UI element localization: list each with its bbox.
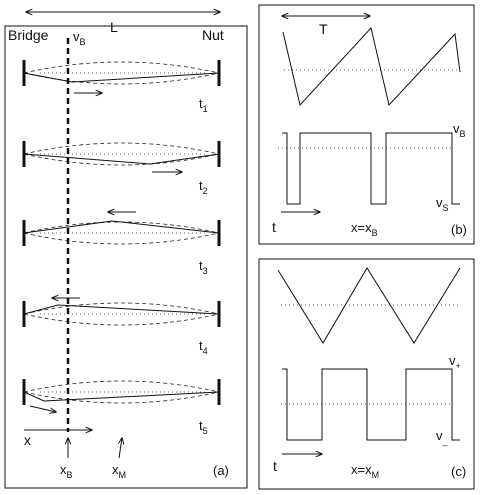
string-state-t5: t5: [22, 379, 221, 436]
length-label: L: [110, 19, 118, 35]
time-label-t3: t3: [199, 258, 208, 276]
string-shape: [23, 391, 220, 402]
middle-point-arrow: [119, 438, 122, 459]
velocity-high-label: v+: [449, 353, 461, 371]
envelope-lower: [23, 232, 220, 245]
velocity-high-label: vB: [453, 121, 466, 139]
panel-a-frame: [4, 25, 248, 489]
velocity-waveform: [282, 132, 460, 205]
middle-point-label: xM: [112, 462, 126, 480]
string-shape: [23, 153, 220, 165]
velocity-low-label: vS: [436, 195, 449, 213]
x-axis-label: x: [24, 432, 31, 448]
string-shape: [23, 220, 220, 234]
panel-c: v+ v_ t x=xM (c): [258, 258, 475, 490]
position-label-b: x=xB: [351, 220, 378, 238]
envelope-upper: [23, 221, 220, 234]
period-label: T: [319, 21, 328, 37]
envelope-lower: [23, 313, 220, 326]
time-label-t1: t1: [199, 96, 208, 114]
motion-arrow: [29, 405, 56, 412]
string-state-t2: t2: [22, 141, 221, 196]
panel-a: L Bridge Nut vB t1 t2: [4, 12, 248, 489]
bridge-point-label: xB: [60, 462, 73, 480]
envelope-upper: [23, 302, 220, 315]
velocity-waveform: [282, 368, 460, 441]
string-state-t4: t4: [22, 298, 221, 356]
time-label-c: t: [273, 458, 277, 474]
displacement-sawtooth: [282, 26, 461, 107]
time-label-t4: t4: [199, 338, 208, 356]
panel-b-frame: [258, 4, 475, 245]
velocity-low-label: v_: [436, 428, 449, 446]
bridge-velocity-label: vB: [73, 29, 86, 47]
string-state-t3: t3: [22, 212, 221, 276]
nut-label: Nut: [202, 27, 224, 43]
envelope-upper: [23, 380, 220, 393]
time-label-t2: t2: [199, 178, 208, 196]
envelope-upper: [23, 142, 220, 155]
panel-c-letter: (c): [451, 464, 466, 479]
displacement-triangle: [277, 267, 461, 344]
panel-c-frame: [258, 258, 475, 490]
string-state-t1: t1: [22, 60, 221, 114]
panel-a-letter: (a): [213, 463, 229, 478]
time-label-b: t: [272, 219, 276, 235]
string-shape: [23, 72, 220, 83]
panel-b: T vB vS t x=xB (b): [258, 4, 475, 245]
bridge-label: Bridge: [8, 27, 49, 43]
envelope-lower: [23, 153, 220, 166]
envelope-upper: [23, 61, 220, 74]
string-shape: [23, 304, 220, 315]
position-label-c: x=xM: [351, 462, 379, 480]
time-label-t5: t5: [199, 418, 208, 436]
envelope-lower: [23, 391, 220, 404]
panel-b-letter: (b): [451, 222, 467, 237]
